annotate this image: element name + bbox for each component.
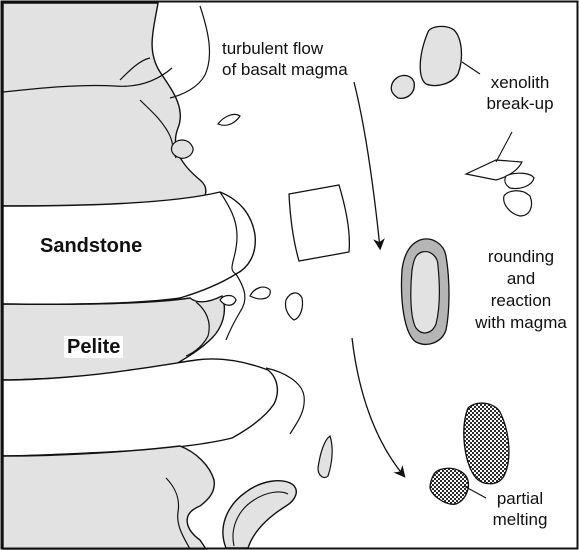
bottom-country-rock	[3, 446, 214, 549]
small-fragment-2	[171, 140, 193, 158]
label-line: with magma	[466, 312, 576, 334]
small-fragment-5	[285, 293, 302, 320]
pelite-crack-2	[226, 274, 245, 340]
flow-arrow-lower	[352, 338, 404, 476]
label-line: and	[466, 268, 576, 290]
xenolith-leader-2	[496, 132, 512, 162]
melt-blob-large	[464, 403, 509, 484]
label-line: reaction	[466, 290, 576, 312]
rounded-xenolith-core	[411, 252, 440, 333]
label-line: melting	[480, 509, 560, 530]
label-turbulent-flow: turbulent flow of basalt magma	[222, 38, 348, 80]
label-line: partial	[480, 488, 560, 509]
flow-arrow-upper	[354, 82, 380, 248]
small-fragment-6	[318, 436, 332, 478]
xenolith-small-top	[391, 75, 414, 98]
upper-rock-crack-2	[170, 6, 209, 98]
small-fragment-4	[250, 287, 270, 299]
label-xenolith-breakup: xenolith break-up	[478, 72, 562, 114]
label-line: turbulent flow	[222, 38, 348, 59]
label-rounding-reaction: rounding and reaction with magma	[466, 246, 576, 334]
label-pelite-text: Pelite	[64, 336, 123, 358]
label-line: of basalt magma	[222, 59, 348, 80]
small-fragment-1	[218, 114, 240, 125]
label-partial-melting: partial melting	[480, 488, 560, 530]
bottom-xenolith-rim	[223, 481, 296, 548]
xenolith-breakup-piece-2	[505, 173, 534, 188]
label-line: xenolith	[478, 72, 562, 93]
label-pelite: Pelite	[64, 336, 123, 359]
label-sandstone: Sandstone	[40, 235, 142, 258]
upper-country-rock	[3, 3, 206, 206]
xenolith-breakup-piece-3	[504, 191, 532, 216]
label-line: rounding	[466, 246, 576, 268]
melt-blob-small	[430, 468, 468, 504]
label-line: break-up	[478, 93, 562, 114]
xenolith-large-top	[420, 26, 461, 85]
large-xenolith-block	[289, 185, 349, 261]
